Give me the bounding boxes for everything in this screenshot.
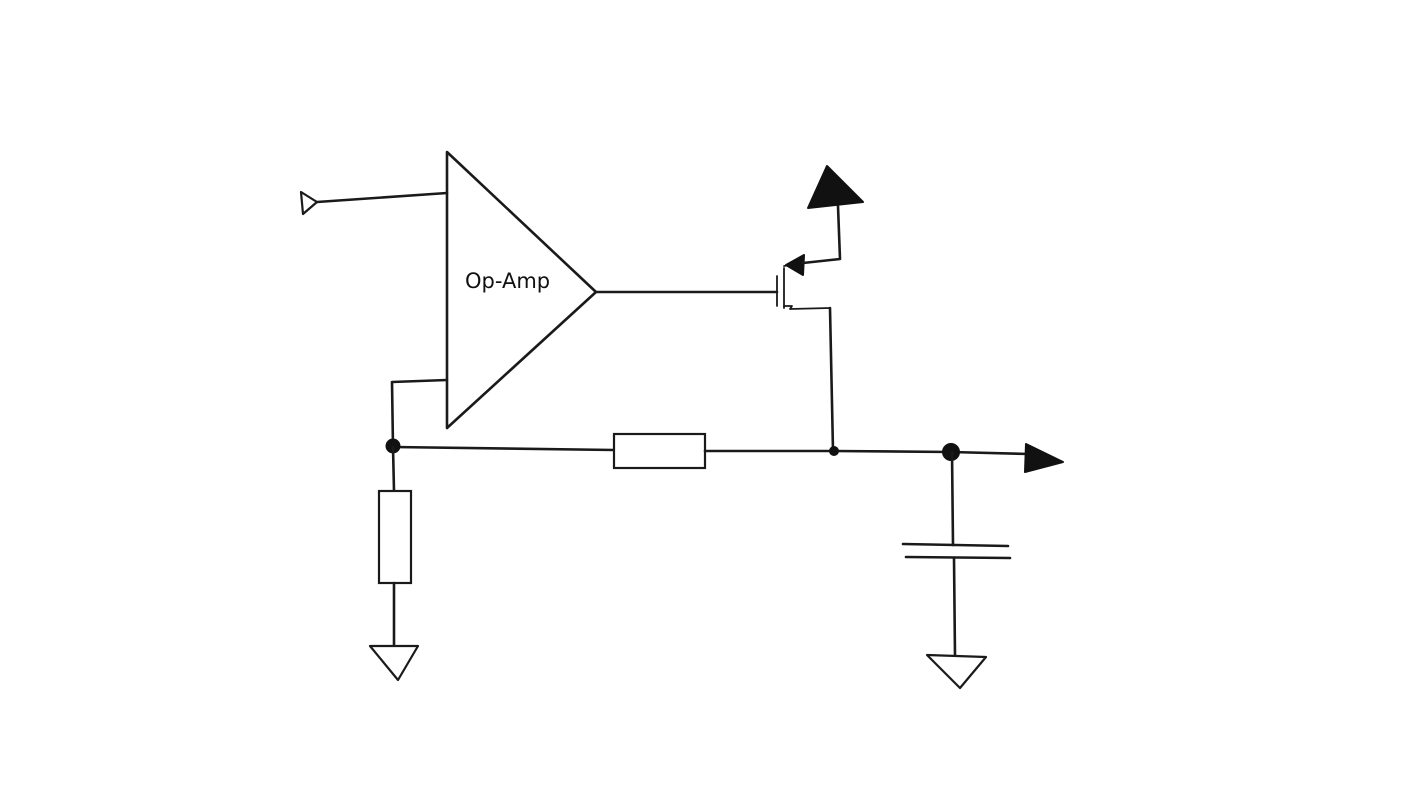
feedback-resistor <box>612 432 707 470</box>
opamp-label: Op-Amp <box>465 269 550 293</box>
ground-left-icon <box>368 644 420 682</box>
mosfet-source-wire <box>801 204 842 265</box>
input-terminal <box>299 190 319 216</box>
capacitor-plate-top <box>901 542 1010 548</box>
drain-wire <box>828 306 835 453</box>
opamp: Op-Amp <box>445 150 598 430</box>
capacitor-top-wire <box>950 450 955 547</box>
output-terminal-icon <box>1024 443 1064 473</box>
capacitor-bottom-wire <box>952 556 957 658</box>
mosfet <box>776 204 842 310</box>
ground-right-icon <box>925 653 988 690</box>
mosfet-drain-lead <box>783 305 831 310</box>
junction-dot-mid <box>829 446 839 456</box>
feedback-resistor-left-wire <box>391 445 616 452</box>
feedback-wire <box>390 378 449 449</box>
capacitor-plate-bottom <box>904 555 1012 560</box>
feedback-resistor-right-wire <box>703 449 1032 456</box>
input-wire <box>315 191 449 204</box>
ground-resistor-top-wire <box>391 445 396 493</box>
opamp-body <box>445 150 598 430</box>
ground-resistor <box>377 489 413 585</box>
mosfet-arrow-icon <box>785 254 805 276</box>
supply-terminal-icon <box>807 165 864 209</box>
